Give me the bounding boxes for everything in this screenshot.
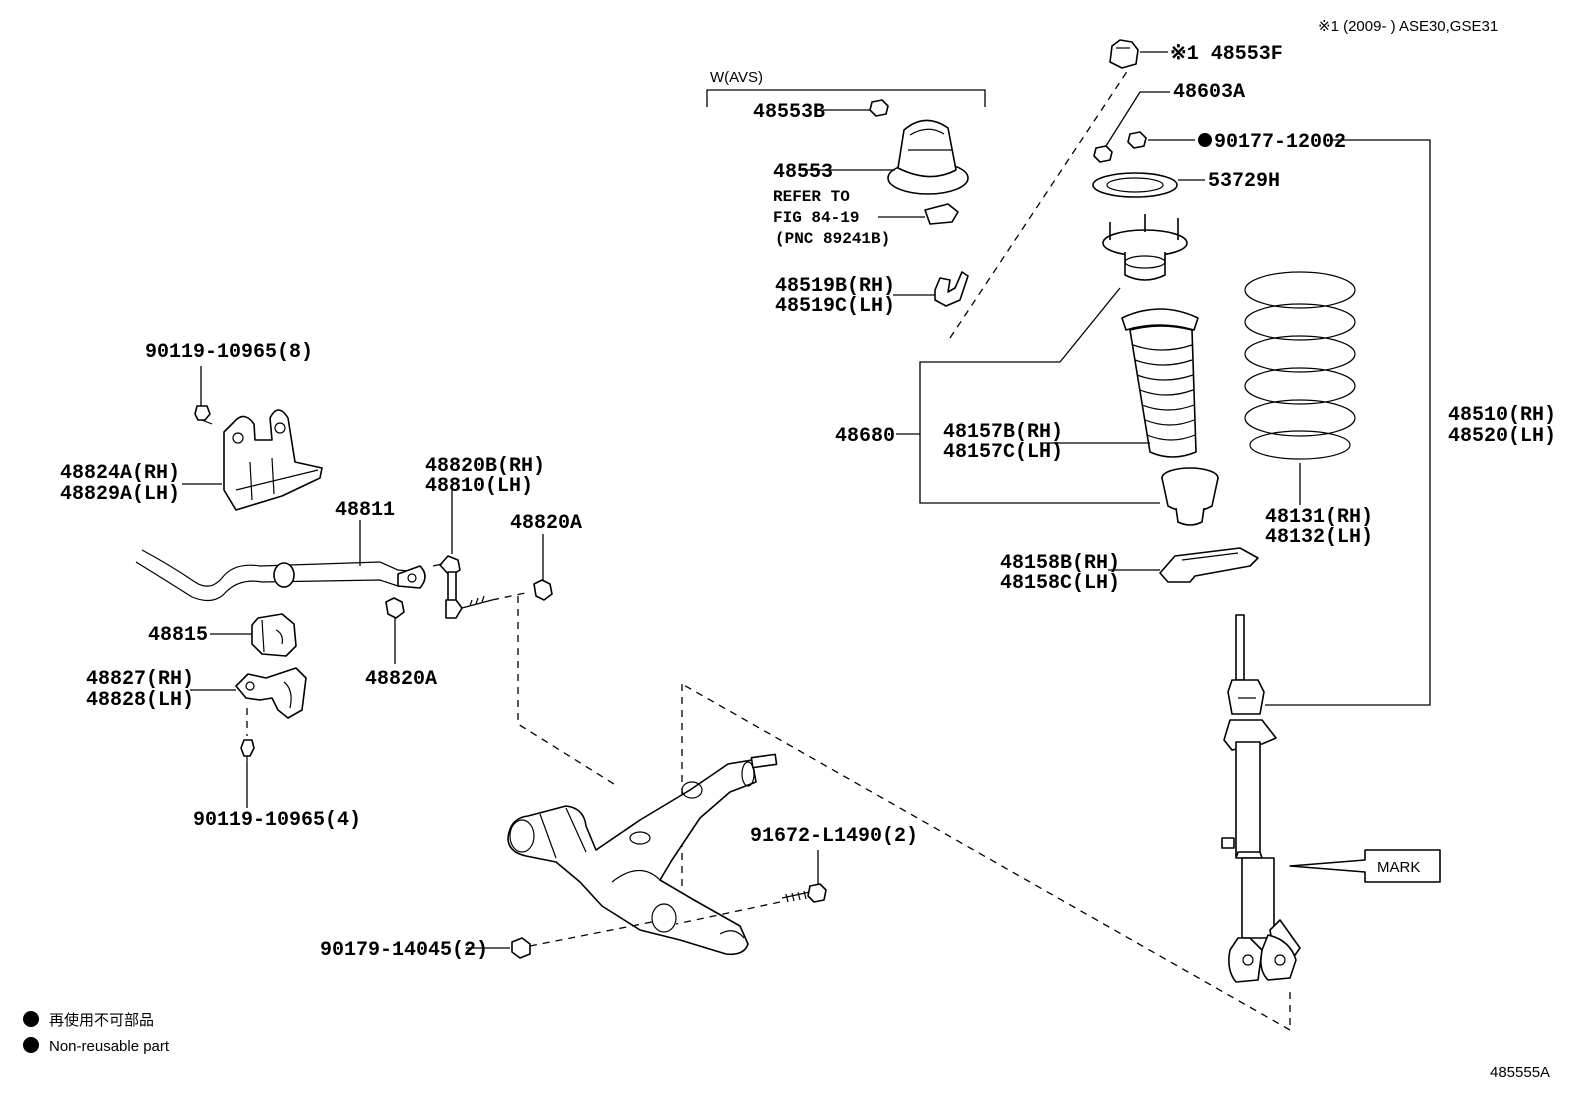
dash-link-to-arm bbox=[517, 596, 615, 785]
leader-48603a bbox=[1105, 91, 1170, 147]
label-48158b[interactable]: 48158B(RH) bbox=[1000, 552, 1120, 575]
label-48553f[interactable]: ※1 48553F bbox=[1170, 43, 1283, 66]
label-48519b[interactable]: 48519B(RH) bbox=[775, 275, 895, 298]
label-48829a[interactable]: 48829A(LH) bbox=[60, 483, 180, 506]
label-48158c[interactable]: 48158C(LH) bbox=[1000, 572, 1120, 595]
nut-48820a-lower[interactable] bbox=[385, 597, 405, 619]
bushing-48815[interactable] bbox=[251, 613, 297, 657]
dash-48519-to-48553f bbox=[949, 69, 1129, 339]
non-reusable-marker-90177 bbox=[1198, 133, 1212, 147]
group-48680-bracket bbox=[919, 361, 1160, 504]
label-48157b[interactable]: 48157B(RH) bbox=[943, 421, 1063, 444]
dash-bolt-to-arm bbox=[675, 901, 781, 925]
avs-actuator-48553[interactable] bbox=[887, 119, 969, 195]
insulator-48158[interactable] bbox=[1159, 547, 1259, 583]
mark-callout[interactable]: MARK bbox=[1289, 849, 1441, 883]
stabilizer-bar-48811[interactable] bbox=[135, 549, 426, 602]
label-48157c[interactable]: 48157C(LH) bbox=[943, 441, 1063, 464]
label-48815[interactable]: 48815 bbox=[148, 624, 208, 647]
label-48510[interactable]: 48510(RH) bbox=[1448, 404, 1556, 427]
label-48603a[interactable]: 48603A bbox=[1173, 81, 1245, 104]
avs-nut-48553b[interactable] bbox=[869, 99, 889, 117]
legend-en: Non-reusable part bbox=[49, 1038, 170, 1055]
applicability-note: ※1 (2009- ) ASE30,GSE31 bbox=[1318, 18, 1498, 35]
bump-stopper[interactable] bbox=[1161, 467, 1219, 526]
label-91672-l1490[interactable]: 91672-L1490(2) bbox=[750, 825, 918, 848]
shock-absorber-48510[interactable] bbox=[1221, 614, 1301, 983]
label-48827[interactable]: 48827(RH) bbox=[86, 668, 194, 691]
label-48132[interactable]: 48132(LH) bbox=[1265, 526, 1373, 549]
label-48680[interactable]: 48680 bbox=[835, 425, 895, 448]
nut-48820a-upper[interactable] bbox=[533, 579, 553, 601]
label-48828[interactable]: 48828(LH) bbox=[86, 689, 194, 712]
figure-id: 485555A bbox=[1490, 1064, 1550, 1081]
label-48820b[interactable]: 48820B(RH) bbox=[425, 455, 545, 478]
stabilizer-link-48820b[interactable] bbox=[432, 555, 493, 619]
strut-mount[interactable] bbox=[1102, 214, 1188, 281]
bracket-48519[interactable] bbox=[934, 271, 969, 307]
avs-bracket bbox=[706, 89, 986, 107]
refer-pnc-text: (PNC 89241B) bbox=[775, 230, 890, 248]
leader-48510-bracket bbox=[1265, 139, 1431, 706]
dash-nut-to-arm bbox=[529, 921, 653, 947]
bolt-90119-bottom[interactable] bbox=[240, 739, 255, 762]
mark-label: MARK bbox=[1377, 859, 1420, 876]
legend-dot-en bbox=[23, 1037, 39, 1053]
dash-shock-to-arm bbox=[681, 683, 1291, 1031]
leader-48680-mount bbox=[1059, 287, 1121, 363]
label-48553b[interactable]: 48553B bbox=[753, 101, 825, 124]
lower-control-arm[interactable] bbox=[507, 753, 778, 956]
label-48520[interactable]: 48520(LH) bbox=[1448, 425, 1556, 448]
ring-53729h[interactable] bbox=[1092, 172, 1178, 198]
label-48811[interactable]: 48811 bbox=[335, 499, 395, 522]
label-48810[interactable]: 48810(LH) bbox=[425, 475, 533, 498]
label-53729h[interactable]: 53729H bbox=[1208, 170, 1280, 193]
label-90119-10965-4[interactable]: 90119-10965(4) bbox=[193, 809, 361, 832]
avs-group-label: W(AVS) bbox=[710, 69, 763, 86]
cap-48553f[interactable] bbox=[1109, 39, 1139, 69]
label-90179-14045[interactable]: 90179-14045(2) bbox=[320, 939, 488, 962]
label-48824a[interactable]: 48824A(RH) bbox=[60, 462, 180, 485]
bracket-48827[interactable] bbox=[235, 667, 307, 719]
label-48519c[interactable]: 48519C(LH) bbox=[775, 295, 895, 318]
bolt-90119-top[interactable] bbox=[194, 405, 213, 425]
legend-jp: 再使用不可部品 bbox=[49, 1012, 154, 1029]
refer-fig-text[interactable]: FIG 84-19 bbox=[773, 209, 859, 227]
avs-connector[interactable] bbox=[924, 203, 959, 225]
label-48553[interactable]: 48553 bbox=[773, 161, 833, 184]
label-48820a-lower[interactable]: 48820A bbox=[365, 668, 437, 691]
coil-spring-48131[interactable] bbox=[1244, 271, 1356, 460]
label-90177-12002[interactable]: 90177-12002 bbox=[1214, 131, 1346, 154]
refer-to-text: REFER TO bbox=[773, 188, 850, 206]
bracket-48824a[interactable] bbox=[223, 409, 323, 511]
label-48820a-upper[interactable]: 48820A bbox=[510, 512, 582, 535]
nut-48603a[interactable] bbox=[1093, 145, 1113, 163]
dash-link-nut bbox=[491, 591, 531, 601]
dust-boot-48157[interactable] bbox=[1121, 308, 1199, 458]
label-90119-10965-8[interactable]: 90119-10965(8) bbox=[145, 341, 313, 364]
label-48131[interactable]: 48131(RH) bbox=[1265, 506, 1373, 529]
nut-90179-14045[interactable] bbox=[511, 937, 531, 959]
nut-90177-12002[interactable] bbox=[1127, 131, 1147, 149]
bolt-91672-l1490[interactable] bbox=[781, 883, 827, 903]
legend-dot-jp bbox=[23, 1011, 39, 1027]
